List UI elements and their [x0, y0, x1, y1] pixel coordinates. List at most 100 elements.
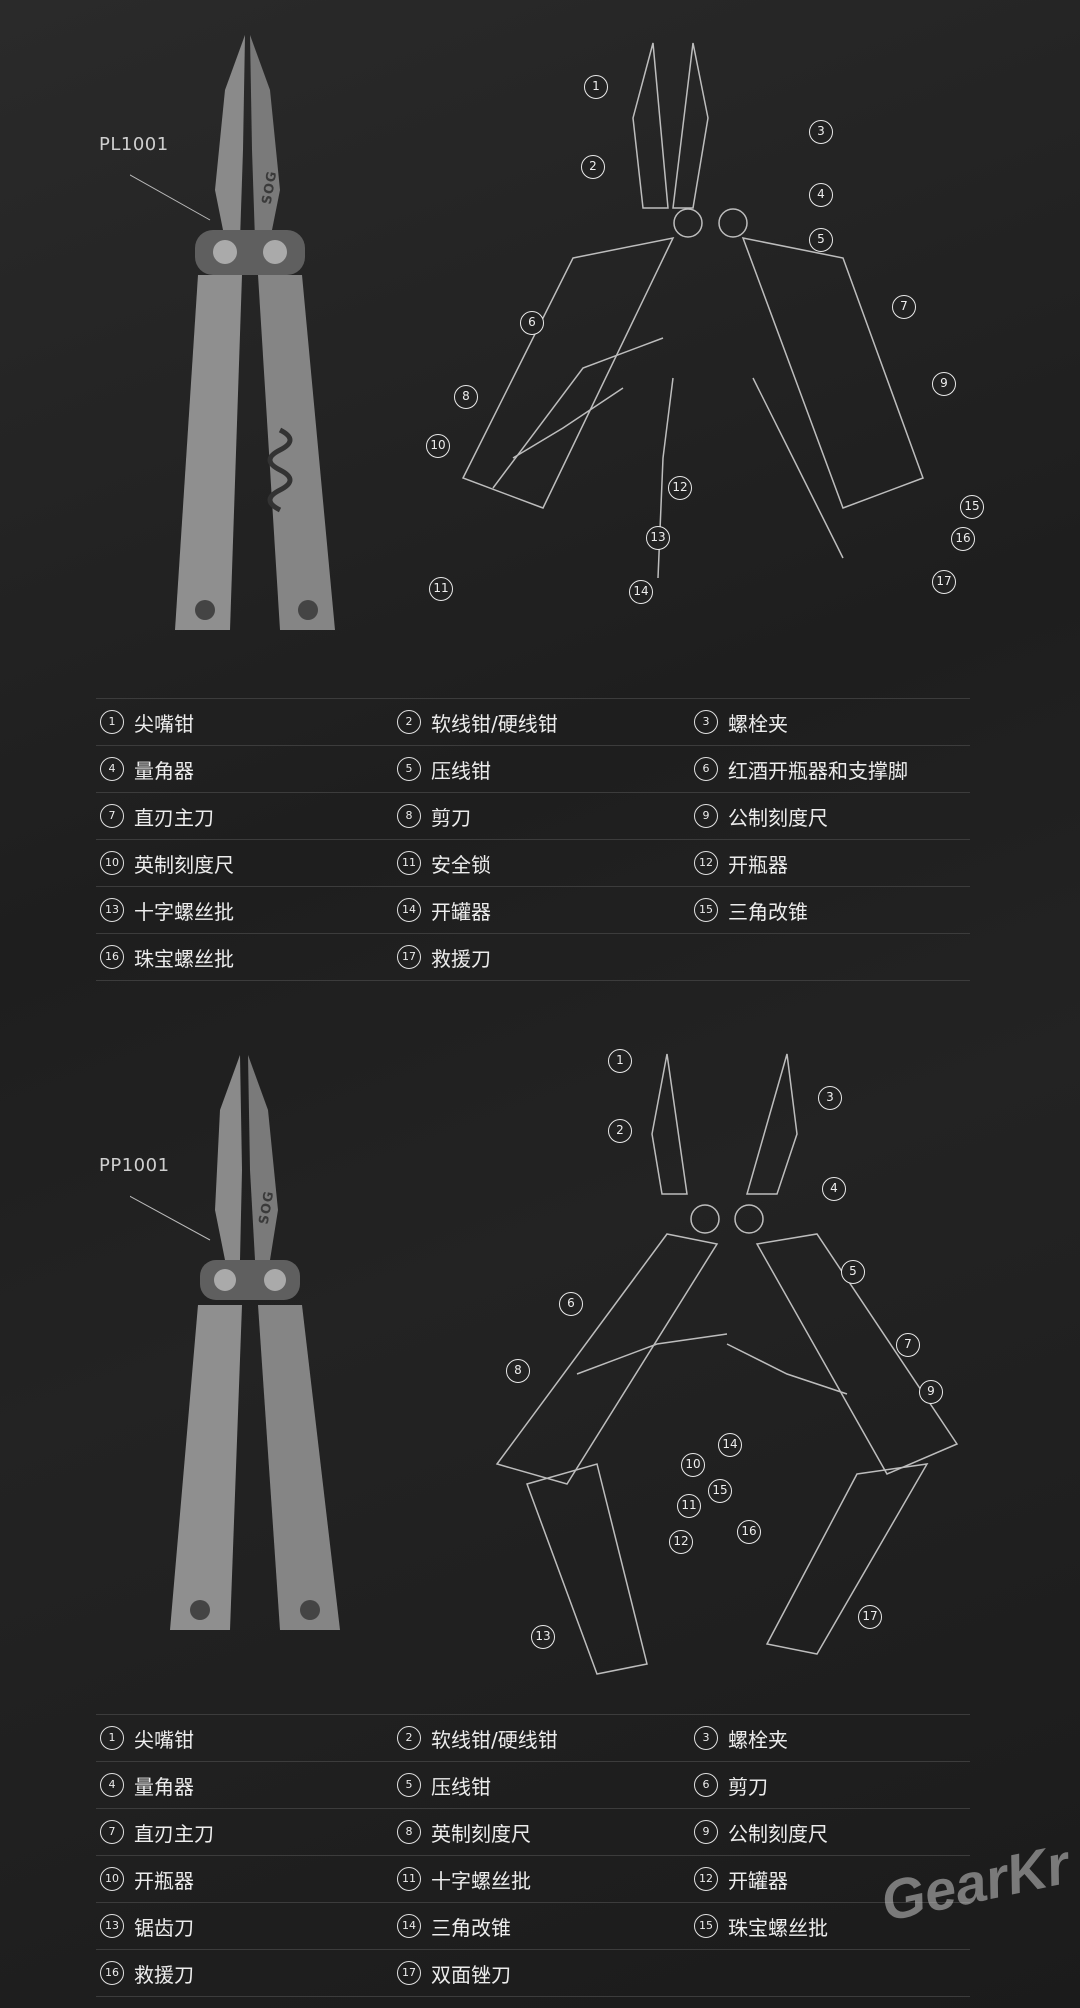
part-number-badge: 6 — [694, 757, 718, 781]
pl1001-exploded-diagram — [461, 42, 924, 579]
part-number-badge: 7 — [100, 1820, 124, 1844]
part-number-badge: 9 — [694, 804, 718, 828]
part-number-badge: 4 — [100, 1773, 124, 1797]
part-number-badge: 1 — [100, 710, 124, 734]
callout-15: 15 — [960, 495, 984, 519]
part-number-badge: 14 — [397, 1914, 421, 1938]
pp1001-exploded-diagram — [495, 1053, 959, 1675]
part-item: 10 开瓶器 — [100, 1856, 194, 1902]
part-label: 锯齿刀 — [134, 1915, 194, 1940]
part-label: 公制刻度尺 — [728, 805, 828, 830]
part-number-badge: 10 — [100, 851, 124, 875]
part-item: 7 直刃主刀 — [100, 1809, 214, 1855]
part-label: 开瓶器 — [728, 852, 788, 877]
part-label: 红酒开瓶器和支撑脚 — [728, 758, 908, 783]
part-label: 双面锉刀 — [431, 1962, 511, 1987]
part-number-badge: 8 — [397, 1820, 421, 1844]
callout-8: 8 — [454, 385, 478, 409]
part-number-badge: 9 — [694, 1820, 718, 1844]
part-label: 英制刻度尺 — [431, 1821, 531, 1846]
callout-9: 9 — [919, 1380, 943, 1404]
pp1001-tool-image — [130, 1055, 340, 1630]
part-label: 直刃主刀 — [134, 805, 214, 830]
part-item: 16 救援刀 — [100, 1950, 194, 1996]
part-number-badge: 11 — [397, 851, 421, 875]
callout-6: 6 — [520, 311, 544, 335]
part-label: 十字螺丝批 — [134, 899, 234, 924]
part-label: 压线钳 — [431, 758, 491, 783]
part-label: 救援刀 — [134, 1962, 194, 1987]
part-label: 直刃主刀 — [134, 1821, 214, 1846]
part-label: 十字螺丝批 — [431, 1868, 531, 1893]
callout-14: 14 — [718, 1433, 742, 1457]
callout-17: 17 — [858, 1605, 882, 1629]
part-label: 量角器 — [134, 1774, 194, 1799]
table-row: 7 直刃主刀 8 英制刻度尺 9 公制刻度尺 — [96, 1808, 970, 1855]
part-number-badge: 14 — [397, 898, 421, 922]
part-label: 软线钳/硬线钳 — [431, 711, 558, 736]
callout-5: 5 — [841, 1260, 865, 1284]
callout-12: 12 — [669, 1530, 693, 1554]
part-item: 8 英制刻度尺 — [397, 1809, 531, 1855]
part-number-badge: 2 — [397, 710, 421, 734]
callout-1: 1 — [584, 75, 608, 99]
part-label: 尖嘴钳 — [134, 711, 194, 736]
part-item: 4 量角器 — [100, 1762, 194, 1808]
part-item: 1 尖嘴钳 — [100, 699, 194, 745]
callout-5: 5 — [809, 228, 833, 252]
part-number-badge: 16 — [100, 1961, 124, 1985]
pl1001-tool-image — [130, 35, 335, 630]
part-number-badge: 4 — [100, 757, 124, 781]
part-number-badge: 3 — [694, 710, 718, 734]
part-label: 开瓶器 — [134, 1868, 194, 1893]
part-item: 13 十字螺丝批 — [100, 887, 234, 933]
callout-15: 15 — [708, 1479, 732, 1503]
part-item: 12 开罐器 — [694, 1856, 788, 1902]
part-item: 2 软线钳/硬线钳 — [397, 699, 558, 745]
part-label: 救援刀 — [431, 946, 491, 971]
part-label: 剪刀 — [728, 1774, 768, 1799]
part-label: 开罐器 — [728, 1868, 788, 1893]
callout-14: 14 — [629, 580, 653, 604]
callout-4: 4 — [822, 1177, 846, 1201]
part-number-badge: 6 — [694, 1773, 718, 1797]
callout-13: 13 — [531, 1625, 555, 1649]
part-number-badge: 12 — [694, 1867, 718, 1891]
part-label: 珠宝螺丝批 — [134, 946, 234, 971]
callout-3: 3 — [809, 120, 833, 144]
part-number-badge: 13 — [100, 898, 124, 922]
callout-3: 3 — [818, 1086, 842, 1110]
part-label: 螺栓夹 — [728, 711, 788, 736]
part-item: 6 剪刀 — [694, 1762, 768, 1808]
callout-2: 2 — [608, 1119, 632, 1143]
callout-16: 16 — [737, 1520, 761, 1544]
part-number-badge: 10 — [100, 1867, 124, 1891]
part-label: 公制刻度尺 — [728, 1821, 828, 1846]
part-item: 3 螺栓夹 — [694, 699, 788, 745]
part-number-badge: 15 — [694, 1914, 718, 1938]
callout-11: 11 — [429, 577, 453, 601]
callout-11: 11 — [677, 1494, 701, 1518]
part-label: 剪刀 — [431, 805, 471, 830]
callout-7: 7 — [896, 1333, 920, 1357]
part-number-badge: 17 — [397, 945, 421, 969]
